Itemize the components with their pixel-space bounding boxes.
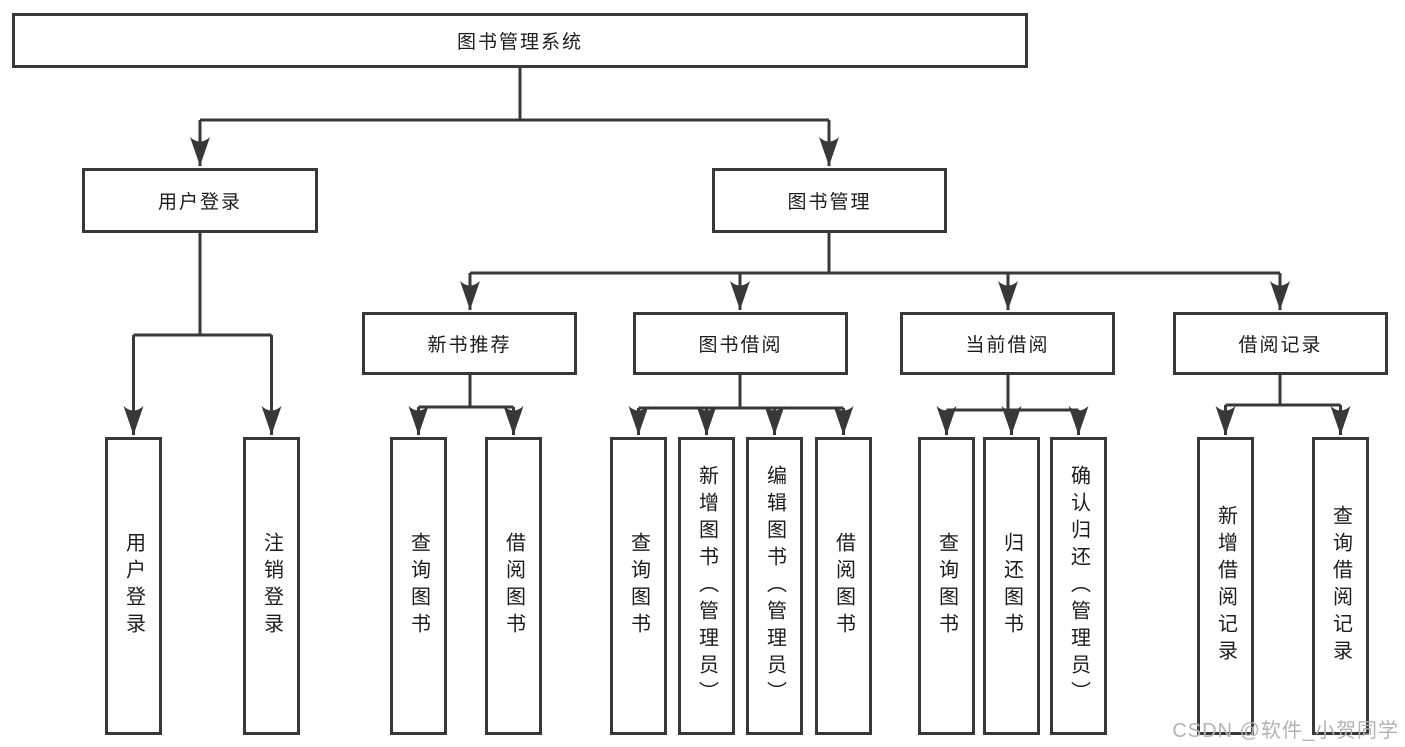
leaf-query-books-current-label: 查询图书 <box>935 532 958 640</box>
leaf-borrow-books-recommend: 借阅图书 <box>485 437 542 735</box>
node-book-management: 图书管理 <box>712 168 947 233</box>
node-borrowing-records: 借阅记录 <box>1173 312 1388 375</box>
leaf-edit-books-admin: 编辑图书（管理员） <box>746 437 803 735</box>
leaf-query-books-current: 查询图书 <box>918 437 975 735</box>
leaf-query-books-recommend-label: 查询图书 <box>407 532 430 640</box>
leaf-borrow-books-recommend-label: 借阅图书 <box>502 532 525 640</box>
leaf-add-books-admin-label: 新增图书（管理员） <box>695 464 718 708</box>
leaf-confirm-return-admin: 确认归还（管理员） <box>1050 437 1107 735</box>
node-user-login: 用户登录 <box>82 168 318 233</box>
csdn-watermark: CSDN @软件_小贺同学 <box>1172 720 1399 742</box>
leaf-logout: 注销登录 <box>243 437 300 735</box>
node-book-borrowing: 图书借阅 <box>633 312 848 375</box>
leaf-query-borrow-record-label: 查询借阅记录 <box>1329 505 1352 667</box>
leaf-edit-books-admin-label: 编辑图书（管理员） <box>763 464 786 708</box>
leaf-user-login: 用户登录 <box>105 437 162 735</box>
leaf-confirm-return-admin-label: 确认归还（管理员） <box>1067 464 1090 708</box>
leaf-return-books-label: 归还图书 <box>1000 532 1023 640</box>
leaf-add-borrow-record-label: 新增借阅记录 <box>1214 505 1237 667</box>
leaf-add-books-admin: 新增图书（管理员） <box>678 437 735 735</box>
leaf-add-borrow-record: 新增借阅记录 <box>1197 437 1254 735</box>
node-root-library-system: 图书管理系统 <box>12 13 1028 68</box>
node-current-borrowing: 当前借阅 <box>900 312 1115 375</box>
leaf-query-books-borrow-label: 查询图书 <box>627 532 650 640</box>
leaf-borrow-books-label: 借阅图书 <box>832 532 855 640</box>
leaf-return-books: 归还图书 <box>983 437 1040 735</box>
leaf-logout-label: 注销登录 <box>260 532 283 640</box>
leaf-user-login-label: 用户登录 <box>122 532 145 640</box>
leaf-query-books-recommend: 查询图书 <box>390 437 447 735</box>
leaf-query-borrow-record: 查询借阅记录 <box>1312 437 1369 735</box>
leaf-borrow-books: 借阅图书 <box>815 437 872 735</box>
node-new-book-recommendation: 新书推荐 <box>362 312 577 375</box>
leaf-query-books-borrow: 查询图书 <box>610 437 667 735</box>
